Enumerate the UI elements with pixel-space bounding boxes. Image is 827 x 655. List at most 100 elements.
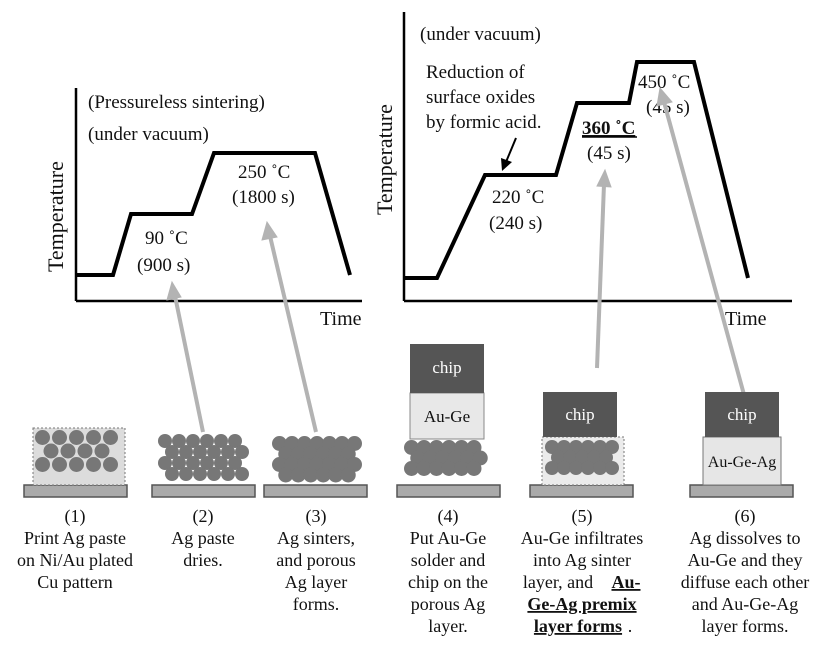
ag-particle-stage3: [340, 467, 356, 483]
ag-particle-stage3: [315, 467, 331, 483]
ag-particle-stage2: [200, 434, 214, 448]
reduction-arrow: [505, 137, 517, 163]
left-step2-time: (1800 s): [232, 187, 295, 208]
left-x-axis-label: Time: [320, 308, 362, 330]
arrow-stage2: [173, 295, 205, 433]
substrate-3: [263, 484, 368, 498]
reduction-line-3: by formic acid.: [426, 112, 542, 133]
stage-6-line-1: Ag dissolves to: [689, 528, 800, 548]
ag-particle-stage1: [94, 443, 110, 459]
arrow-stage6: [662, 101, 748, 403]
ag-particle-stage2: [235, 445, 249, 459]
stage-5-line-2: into Ag sinter: [533, 550, 631, 570]
ag-particle-stage2: [221, 445, 235, 459]
right-temperature-profile: [405, 60, 750, 280]
ag-particle-stage3: [290, 467, 306, 483]
stage-5-line-3: layer, and: [523, 572, 593, 592]
stage-5-bold-1: Au-: [611, 572, 640, 592]
ag-particle-stage5: [563, 450, 577, 465]
ag-particle-stage4: [404, 461, 419, 476]
ag-particle-stage1: [69, 430, 84, 445]
right-temperature-chart: Temperature Time (under vacuum) Reductio…: [372, 12, 792, 330]
ag-particle-stage5: [593, 461, 607, 475]
stage-2-number: (2): [193, 506, 214, 527]
stage-5-line-1: Au-Ge infiltrates: [521, 528, 643, 548]
ag-particle-stage2: [179, 467, 193, 481]
ag-particle-stage4: [441, 461, 457, 476]
arrow-stage6-head: [656, 86, 673, 107]
ag-particle-stage4: [429, 461, 444, 476]
ag-particle-stage5: [551, 450, 565, 465]
ag-particle-stage5: [593, 440, 607, 454]
ag-particle-stage5: [569, 461, 583, 475]
ag-particle-stage5: [545, 440, 559, 454]
right-step2-temp: 360 ˚C: [582, 118, 635, 139]
stage-arrows: [166, 86, 748, 433]
stage-3-number: (3): [306, 506, 327, 527]
ag-particle-stage2: [179, 445, 193, 459]
ag-particle-stage5: [581, 440, 595, 454]
right-y-axis-label: Temperature: [372, 104, 397, 215]
substrate-5: [529, 484, 634, 498]
ag-particle-stage1: [77, 443, 93, 459]
left-step1-temp: 90 ˚C: [145, 228, 188, 249]
ag-particle-stage2: [165, 467, 179, 481]
stage-1-line-3: Cu pattern: [37, 572, 112, 592]
substrate-4: [396, 484, 501, 498]
ag-particle-stage3: [328, 467, 344, 483]
substrate-6: [689, 484, 794, 498]
right-step1-temp: 220 ˚C: [492, 187, 544, 208]
ag-particle-stage5: [557, 440, 571, 454]
ag-particle-stage1: [103, 430, 118, 445]
left-temperature-profile: [77, 151, 352, 277]
stage-1-line-2: on Ni/Au plated: [17, 550, 133, 570]
substrate-2: [151, 484, 256, 498]
left-note-pressureless: (Pressureless sintering): [88, 92, 265, 113]
stage-2-line-1: Ag paste: [171, 528, 234, 548]
ag-particle-stage4: [416, 461, 432, 476]
arrow-stage5: [595, 183, 606, 369]
stage-6-line-2: Au-Ge and they: [688, 550, 803, 570]
ag-particle-stage1: [60, 443, 76, 459]
ag-particle-stage2: [214, 456, 228, 470]
stage-3-line-4: forms.: [293, 594, 340, 614]
ag-particle-stage2: [186, 434, 200, 448]
stage-illustrations: Au-Ge-Ag Au-Ge chip chip chip: [23, 344, 794, 498]
ag-particle-stage5: [557, 461, 571, 475]
ag-particle-stage1: [86, 430, 101, 445]
left-note-vacuum: (under vacuum): [88, 124, 209, 145]
stage-6-line-5: layer forms.: [702, 616, 789, 636]
chip-5: [543, 392, 617, 437]
stage-1-number: (1): [65, 506, 86, 527]
stage-6-number: (6): [735, 506, 756, 527]
arrow-stage3: [268, 235, 318, 433]
right-step3-temp: 450 ˚C: [638, 72, 690, 93]
arrow-stage5-head: [596, 168, 612, 188]
ag-particle-stage5: [605, 440, 619, 454]
stage-4-line-3: chip on the: [408, 572, 488, 592]
au-ge-label: Au-Ge: [424, 407, 470, 426]
chip-5-label: chip: [565, 405, 594, 424]
chip-6: [705, 392, 779, 437]
arrow-stage3-head: [261, 220, 278, 241]
ag-particle-stage2: [200, 456, 214, 470]
au-ge-ag-label: Au-Ge-Ag: [708, 454, 776, 471]
ag-particles: [35, 430, 619, 483]
chip-6-label: chip: [727, 405, 756, 424]
ag-particle-stage5: [575, 450, 589, 465]
chip-4-label: chip: [432, 358, 461, 377]
ag-particle-stage2: [207, 467, 221, 481]
stage-3-line-3: Ag layer: [285, 572, 347, 592]
ag-particle-stage5: [605, 461, 619, 475]
ag-particle-stage2: [193, 445, 207, 459]
stage-6-line-4: and Au-Ge-Ag: [692, 594, 798, 614]
right-step1-time: (240 s): [489, 213, 542, 234]
ag-particle-stage1: [43, 443, 59, 459]
stage-5-bold-3: layer forms: [534, 616, 622, 636]
stage-1-line-1: Print Ag paste: [24, 528, 126, 548]
ag-particle-stage5: [545, 461, 559, 475]
left-temperature-chart: Temperature Time (Pressureless sintering…: [43, 88, 362, 330]
ag-particle-stage2: [165, 445, 179, 459]
